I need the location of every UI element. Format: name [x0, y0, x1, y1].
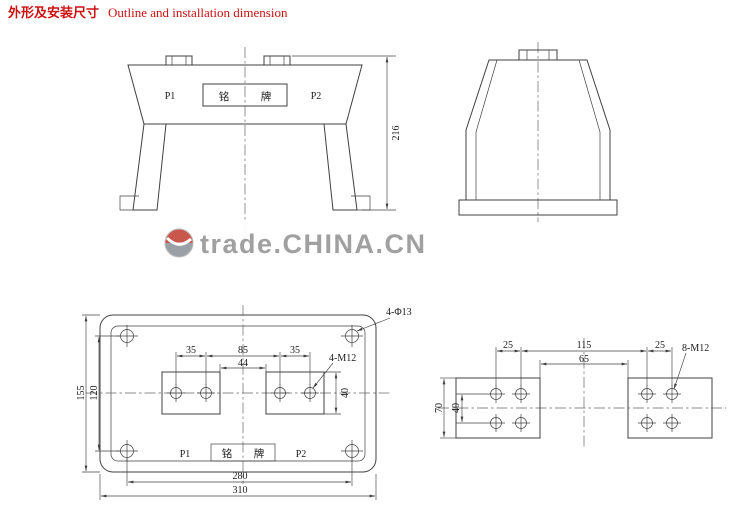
dim-120-label: 120 — [89, 386, 100, 401]
dim-280: 280 — [126, 458, 353, 486]
dim-65-label: 65 — [579, 354, 589, 365]
title-chinese: 外形及安装尺寸 — [7, 5, 99, 21]
primary-terminal-p2 — [263, 55, 291, 66]
dim-310: 310 — [99, 474, 377, 500]
dim-310-label: 310 — [233, 485, 248, 496]
dim-25-right-label: 25 — [655, 340, 665, 351]
dim-280-label: 280 — [233, 471, 248, 482]
front-view: P1 铭 牌 P2 216 — [119, 47, 402, 253]
plan-nameplate-box — [210, 443, 276, 462]
plan-nameplate-char-right: 牌 — [254, 447, 265, 460]
plan-view: 35 85 35 44 4-M12 4-Φ13 155 — [76, 305, 412, 500]
side-inner-left — [475, 59, 498, 200]
front-left-leg — [132, 123, 167, 211]
front-right-foot — [351, 195, 371, 211]
dim-35-left-label: 35 — [186, 345, 196, 356]
callout-4-phi13: 4-Φ13 — [356, 307, 412, 332]
callout-8-M12-label: 8-M12 — [682, 343, 709, 354]
watermark-band — [150, 222, 620, 264]
watermark: trade.CHINA.CN — [150, 222, 620, 264]
callout-4-M12-label: 4-M12 — [329, 353, 356, 364]
terminal-bolt — [300, 383, 320, 403]
pad-bolt — [511, 384, 531, 404]
mounting-hole-top-right — [340, 324, 364, 348]
callout-4-M12: 4-M12 — [312, 353, 356, 389]
side-inner-right — [578, 59, 601, 200]
dim-40-plan: 40 — [324, 371, 351, 415]
front-right-leg — [323, 123, 358, 211]
pad-bolt — [637, 413, 657, 433]
dim-35-right-label: 35 — [290, 345, 300, 356]
plan-outer-frame — [99, 314, 377, 473]
primary-terminal-p1 — [165, 55, 193, 66]
dim-216: 216 — [292, 55, 402, 211]
dim-44-label: 44 — [238, 358, 248, 369]
dim-40-terminal-label: 40 — [451, 403, 462, 413]
watermark-text: trade.CHINA.CN — [200, 229, 427, 259]
terminal-pad-right — [627, 377, 713, 439]
dim-35-85-35: 35 85 35 — [175, 345, 311, 385]
terminal-bolt — [196, 383, 216, 403]
dim-40-terminal: 40 — [451, 393, 487, 424]
side-base — [458, 199, 618, 216]
pad-bolt — [662, 413, 682, 433]
side-view — [458, 42, 618, 226]
nameplate-box — [202, 83, 288, 107]
terminal-bolt — [166, 383, 186, 403]
dim-155-label: 155 — [76, 386, 87, 401]
dim-25-115-25: 25 115 25 — [495, 340, 673, 386]
front-p2-label: P2 — [311, 91, 322, 102]
terminal-bolt — [270, 383, 290, 403]
front-p1-label: P1 — [165, 91, 176, 102]
dim-70: 70 — [434, 377, 456, 439]
dim-44: 44 — [219, 358, 267, 372]
dim-25-left-label: 25 — [503, 340, 513, 351]
callout-4-phi13-label: 4-Φ13 — [386, 307, 412, 318]
page-title: 外形及安装尺寸 Outline and installation dimensi… — [7, 5, 288, 21]
dim-115-label: 115 — [577, 340, 592, 351]
dim-65: 65 — [539, 354, 629, 378]
front-left-foot — [119, 195, 139, 211]
dim-70-label: 70 — [434, 403, 445, 413]
plan-p2-label: P2 — [296, 449, 307, 460]
title-english: Outline and installation dimension — [108, 5, 288, 20]
nameplate-char-left: 铭 — [219, 90, 230, 103]
terminal-block-right — [265, 371, 325, 415]
dim-85-label: 85 — [238, 345, 248, 356]
terminal-pad-left — [455, 377, 541, 439]
globe-icon — [164, 228, 194, 258]
dim-216-label: 216 — [391, 126, 402, 141]
pad-bolt — [486, 413, 506, 433]
plan-p1-label: P1 — [180, 449, 191, 460]
terminal-block-left — [161, 371, 221, 415]
dim-155: 155 — [76, 314, 100, 473]
pad-bolt — [637, 384, 657, 404]
callout-8-M12: 8-M12 — [673, 343, 709, 390]
pad-bolt — [511, 413, 531, 433]
pad-bolt — [486, 384, 506, 404]
pad-bolt — [662, 384, 682, 404]
dim-120: 120 — [89, 335, 120, 452]
plan-nameplate-char-left: 铭 — [222, 447, 233, 460]
dim-40-plan-label: 40 — [340, 388, 351, 398]
nameplate-char-right: 牌 — [261, 90, 272, 103]
terminal-view: 25 115 25 65 8-M12 70 40 — [434, 338, 726, 448]
